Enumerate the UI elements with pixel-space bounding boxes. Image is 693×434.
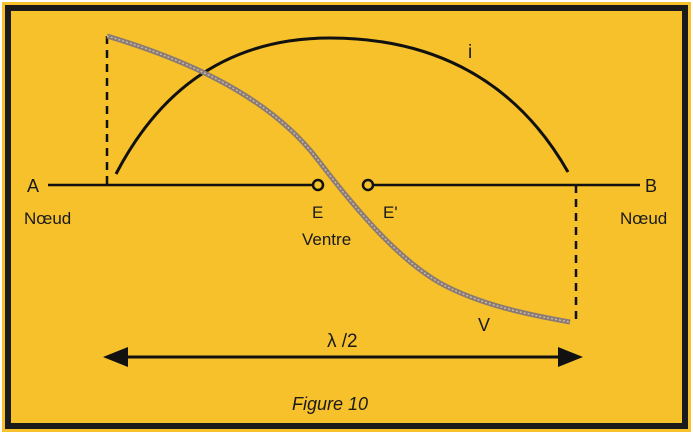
label-b: B <box>645 176 657 196</box>
current-curve <box>114 36 570 175</box>
figure-caption: Figure 10 <box>292 394 368 414</box>
outer-frame <box>5 5 688 429</box>
label-e: E <box>312 203 323 222</box>
label-e-prime: E' <box>383 203 398 222</box>
terminal-e-marker <box>311 178 325 192</box>
label-voltage-curve: V <box>478 315 490 335</box>
voltage-curve-texture <box>106 35 571 323</box>
label-half-wavelength: λ /2 <box>327 331 358 352</box>
label-node-left: Nœud <box>24 209 71 228</box>
label-antinode: Ventre <box>302 230 351 249</box>
arrowhead-right <box>558 347 583 367</box>
arrowhead-left <box>103 347 128 367</box>
label-node-right: Nœud <box>620 209 667 228</box>
label-current-curve: i <box>468 42 472 63</box>
terminal-e-prime-marker <box>361 178 375 192</box>
label-a: A <box>27 176 39 196</box>
